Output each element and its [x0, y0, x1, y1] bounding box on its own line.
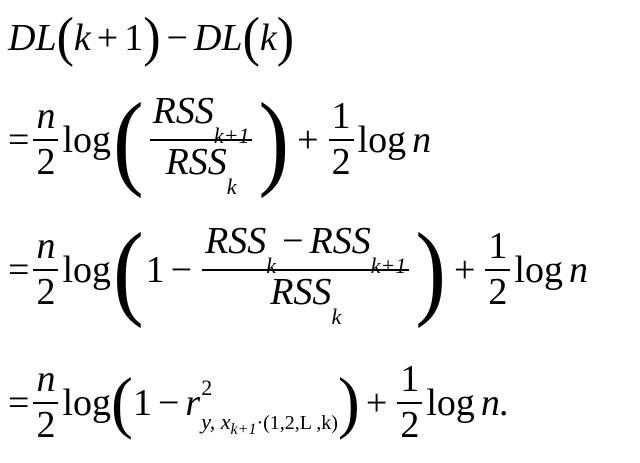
n-variable: n [568, 249, 588, 292]
minus-operator: − [166, 17, 188, 59]
k-variable: k [73, 17, 91, 59]
equals-sign: = [8, 249, 30, 292]
fraction-denominator: 2 [331, 141, 351, 184]
rss-symbol: RSS [152, 90, 214, 132]
fraction-bar [397, 401, 423, 404]
equation-line-3: = n 2 log ( 1 − RSSk−RSSk+1 RSSk ) + 1 2… [8, 217, 588, 328]
dl-symbol: DL [193, 17, 243, 59]
log-function: log [514, 249, 563, 292]
rss-symbol: RSS [270, 271, 332, 314]
plus-operator: + [365, 381, 388, 424]
subscript: k [331, 304, 342, 330]
left-big-paren: ( [113, 211, 144, 329]
fraction-denominator: 2 [36, 141, 56, 184]
n-over-2-fraction: n 2 [33, 225, 59, 314]
one-constant: 1 [145, 249, 165, 292]
equation-line-1: DL ( k + 1 ) − DL ( k ) [8, 7, 295, 68]
n-variable: n [412, 119, 432, 162]
fraction-denominator: RSSk [267, 271, 344, 328]
rss-symbol: RSS [309, 220, 371, 262]
n-over-2-fraction: n 2 [33, 358, 59, 446]
left-paren: ( [56, 7, 74, 68]
rss-symbol: RSS [205, 220, 267, 262]
half-fraction: 1 2 [397, 358, 423, 446]
fraction-bar [328, 139, 354, 142]
fraction-bar [485, 269, 511, 272]
subscript: k+1 [213, 123, 250, 148]
fraction-bar [33, 139, 59, 142]
fraction-numerator: 1 [331, 95, 351, 138]
fraction-numerator: n [36, 95, 56, 138]
fraction-numerator: 1 [488, 225, 508, 268]
subscript-inner: k+1 [230, 420, 257, 438]
log-function: log [62, 381, 111, 424]
equals-sign: = [8, 119, 30, 162]
k-variable: k [259, 17, 277, 59]
half-fraction: 1 2 [328, 95, 354, 184]
right-big-paren: ) [415, 211, 446, 329]
right-paren: ) [337, 364, 360, 441]
r-scripts: 2 y, xk+1·(1,2,L ,k) [201, 376, 338, 437]
one-constant: 1 [132, 381, 152, 424]
minus-operator: − [157, 381, 180, 424]
left-paren: ( [111, 364, 133, 441]
fraction-denominator: 2 [488, 271, 508, 314]
minus-operator: − [170, 249, 193, 292]
equation-line-4: = n 2 log ( 1 − r 2 y, xk+1·(1,2,L ,k) )… [8, 358, 510, 446]
fraction-bar [149, 139, 253, 142]
fraction-denominator: RSSk [163, 141, 240, 198]
fraction-denominator: 2 [36, 403, 56, 446]
fraction-denominator: 2 [400, 403, 420, 446]
log-function: log [426, 381, 475, 424]
log-function: log [357, 119, 407, 162]
plus-operator: + [297, 119, 319, 162]
n-over-2-fraction: n 2 [33, 95, 59, 184]
log-function: log [62, 119, 111, 162]
right-paren: ) [276, 7, 295, 68]
fraction-bar [33, 269, 59, 272]
subscript: y, xk+1·(1,2,L ,k) [201, 408, 338, 437]
fraction-bar [202, 269, 410, 272]
fraction-denominator: 2 [36, 271, 56, 314]
plus-operator: + [96, 17, 119, 59]
subscript: k [226, 174, 237, 200]
minus-operator: − [282, 220, 304, 262]
subscript-main: y, x [201, 408, 231, 434]
equals-sign: = [8, 381, 30, 424]
left-paren: ( [242, 7, 260, 68]
one-constant: 1 [124, 17, 144, 59]
superscript: 2 [201, 374, 213, 400]
left-big-paren: ( [113, 81, 144, 199]
subscript: k [266, 253, 277, 278]
fraction-bar [33, 401, 59, 404]
half-fraction: 1 2 [485, 225, 511, 314]
right-big-paren: ) [258, 81, 290, 199]
subscript-rest: ·(1,2,L ,k) [256, 411, 338, 434]
rss-ratio-fraction: RSSk+1 RSSk [149, 90, 253, 198]
r-variable: r [185, 381, 201, 424]
rss-symbol: RSS [165, 141, 227, 184]
fraction-numerator: RSSk+1 [150, 90, 253, 147]
fraction-numerator: n [36, 225, 56, 268]
n-variable: n. [480, 381, 510, 424]
right-paren: ) [143, 7, 161, 68]
equation-line-2: = n 2 log ( RSSk+1 RSSk ) + 1 2 log n [8, 87, 432, 198]
fraction-numerator: 1 [400, 358, 420, 400]
fraction-numerator: n [36, 358, 56, 400]
rss-difference-fraction: RSSk−RSSk+1 RSSk [202, 220, 410, 328]
plus-operator: + [453, 249, 476, 292]
subscript: k+1 [370, 253, 407, 278]
fraction-numerator: RSSk−RSSk+1 [202, 220, 409, 277]
dl-symbol: DL [8, 17, 57, 59]
log-function: log [62, 249, 111, 292]
